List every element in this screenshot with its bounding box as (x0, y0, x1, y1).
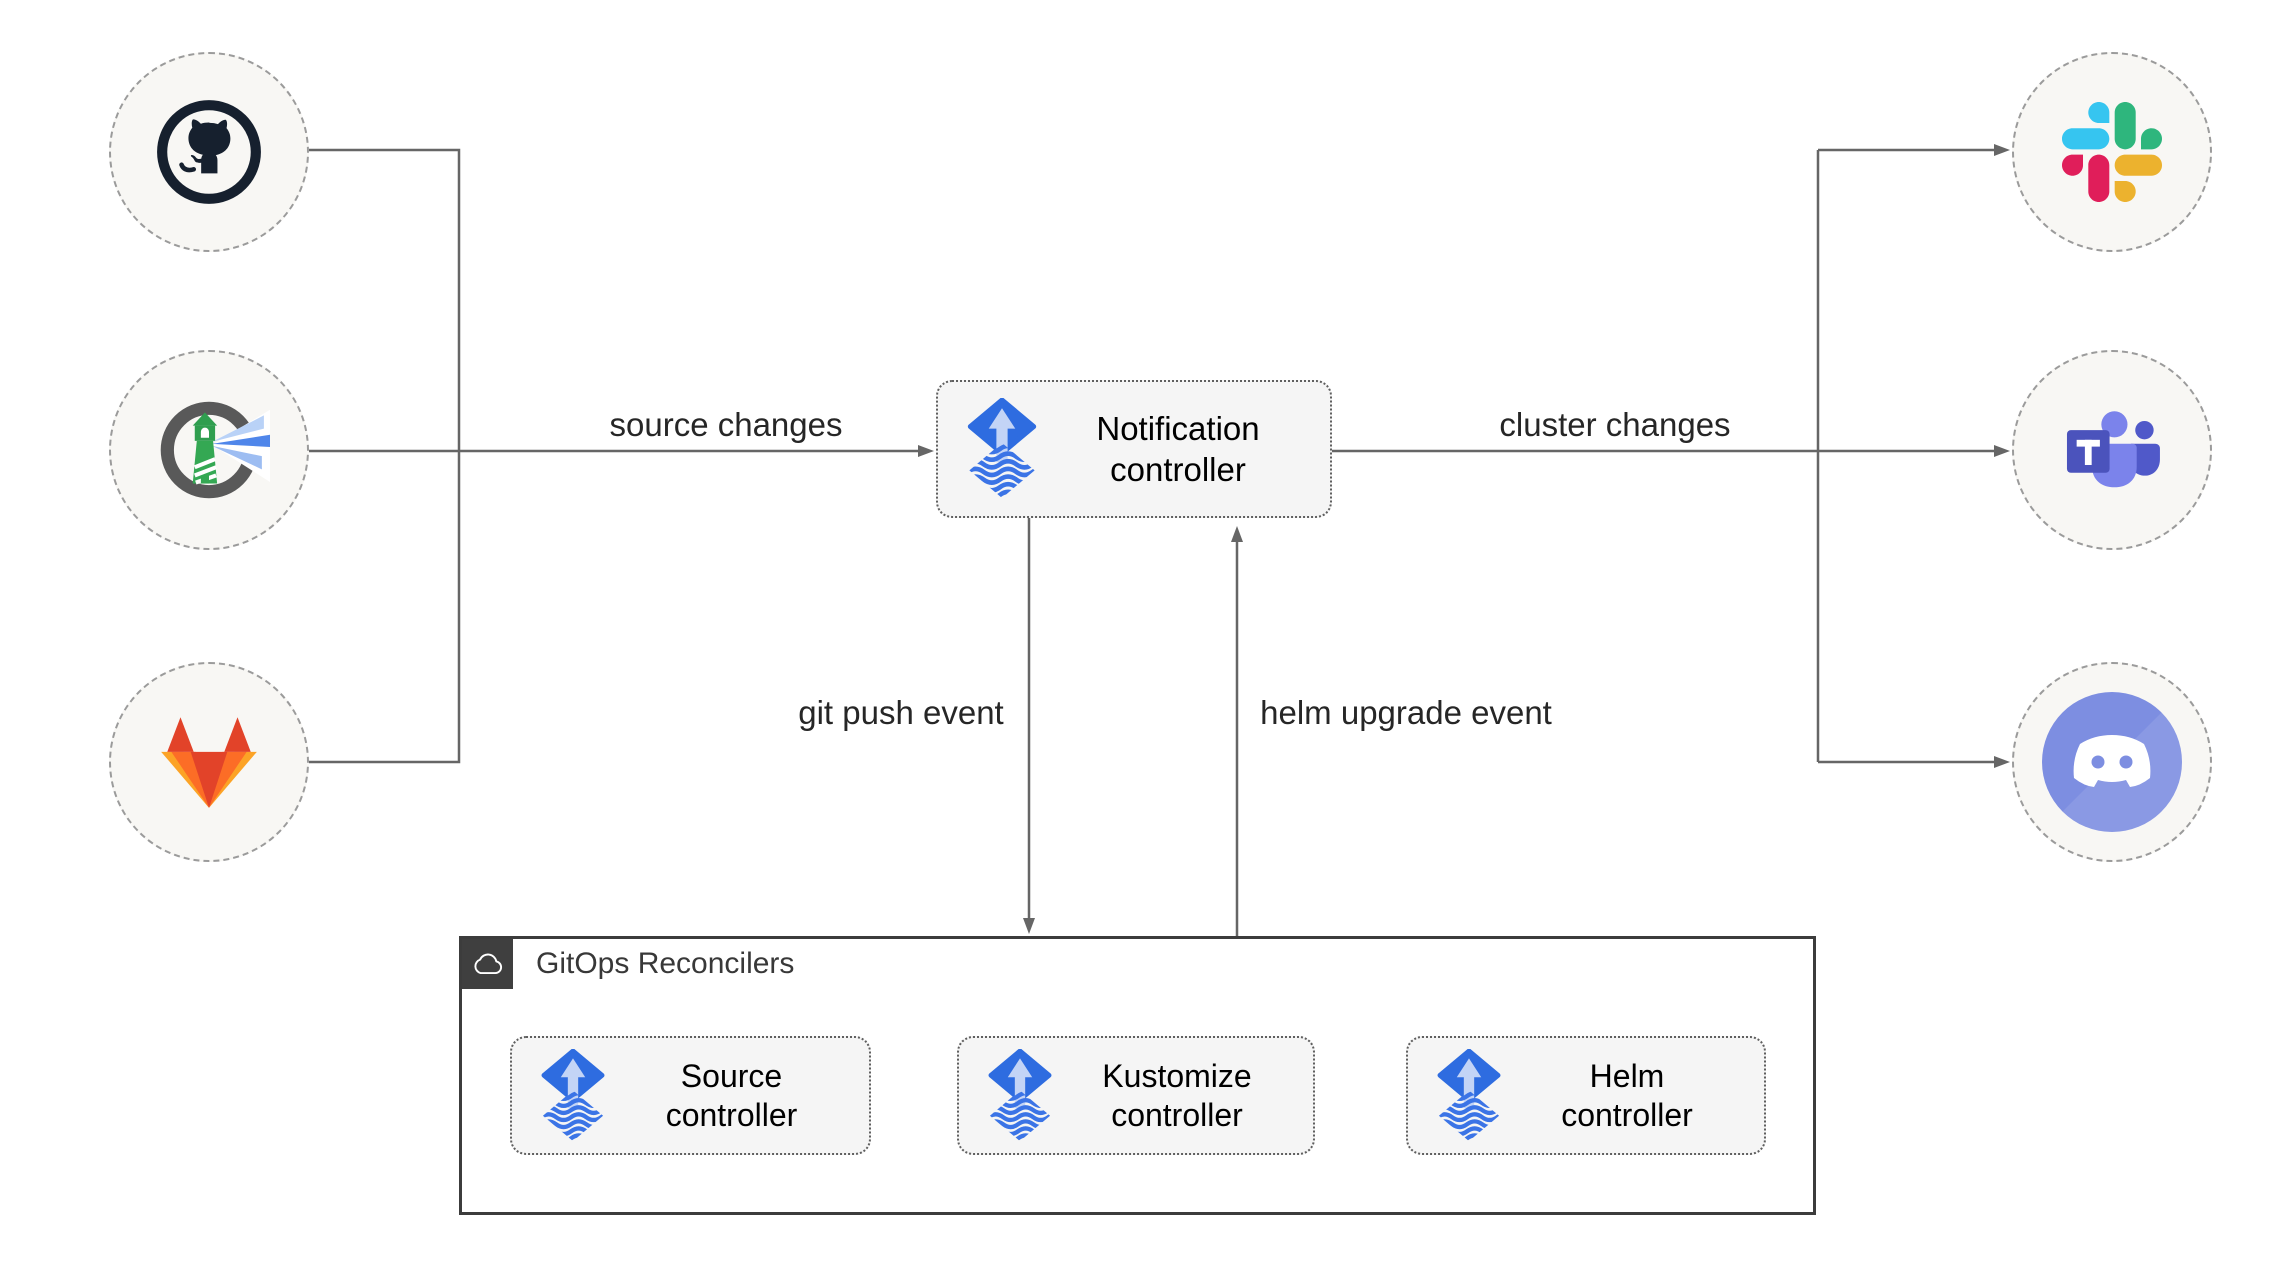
notification-controller-label: Notification controller (1038, 408, 1330, 490)
node-harbor (109, 350, 309, 550)
label-line: controller (1110, 451, 1246, 488)
gitops-container-title: GitOps Reconcilers (536, 947, 795, 980)
flux-icon (540, 1048, 606, 1143)
node-helm-controller: Helm controller (1406, 1036, 1766, 1155)
node-notification-controller: Notification controller (936, 380, 1332, 518)
kustomize-controller-label: Kustomize controller (1053, 1057, 1313, 1135)
label-line: controller (1561, 1096, 1693, 1133)
edge-label-helm-upgrade-event: helm upgrade event (1260, 694, 1552, 731)
harbor-icon (160, 401, 270, 499)
node-slack (2012, 52, 2212, 252)
label-line: Notification (1096, 410, 1260, 447)
edge-label-git-push-event: git push event (798, 694, 1004, 731)
node-github (109, 52, 309, 252)
label-line: controller (665, 1096, 798, 1133)
node-gitlab (109, 662, 309, 862)
gitops-badge (462, 939, 513, 989)
helm-controller-label: Helm controller (1502, 1057, 1764, 1135)
cloud-icon (473, 953, 502, 975)
github-icon (157, 100, 261, 204)
discord-icon (2042, 692, 2182, 832)
node-source-controller: Source controller (510, 1036, 871, 1155)
label-line: Helm (1589, 1057, 1665, 1094)
flux-icon (1436, 1048, 1502, 1143)
label-line: Kustomize (1102, 1057, 1252, 1094)
slack-icon (2062, 102, 2162, 202)
node-kustomize-controller: Kustomize controller (957, 1036, 1315, 1155)
label-line: Source (680, 1057, 783, 1094)
edge-label-source-changes: source changes (609, 406, 843, 443)
source-controller-label: Source controller (606, 1057, 869, 1135)
gitlab-icon (161, 717, 257, 808)
node-discord (2012, 662, 2212, 862)
microsoft-teams-icon (2066, 411, 2160, 488)
edge-label-cluster-changes: cluster changes (1499, 406, 1731, 443)
node-microsoft-teams (2012, 350, 2212, 550)
label-line: controller (1111, 1096, 1243, 1133)
flux-icon (966, 398, 1038, 500)
gitops-reconcilers-container: GitOps Reconcilers Source controller (459, 936, 1816, 1215)
edge-left-tree (309, 148, 461, 764)
flux-icon (987, 1048, 1053, 1143)
